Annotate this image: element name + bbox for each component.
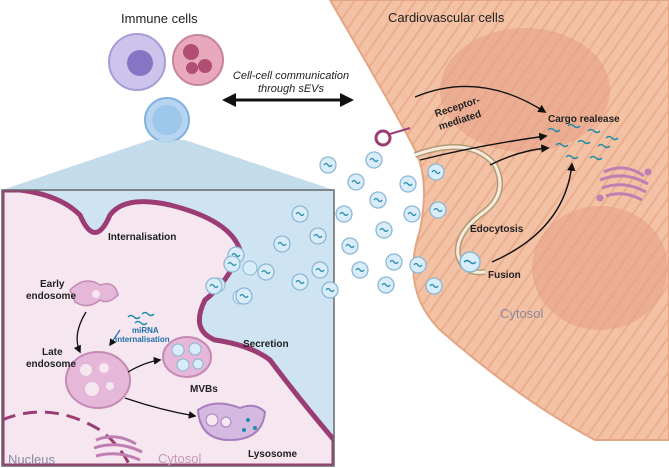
sev-cargo xyxy=(315,267,325,273)
mirna-label-1: miRNA xyxy=(132,326,159,335)
nuclear-envelope xyxy=(2,410,132,466)
communication-label-line1: Cell-cell communication xyxy=(233,70,349,82)
sev-cargo xyxy=(389,259,399,265)
immune-cells-label: Immune cells xyxy=(121,11,198,26)
edocytosis-label: Edocytosis xyxy=(470,224,524,235)
sev-cargo xyxy=(295,279,305,285)
early-endosome-label-1: Early xyxy=(40,279,65,290)
released-cargo xyxy=(547,123,619,161)
cardio-nucleus-bottom xyxy=(532,206,668,330)
secretion-label: Secretion xyxy=(243,339,289,350)
sev-cargo xyxy=(209,283,219,289)
early-endosome-label-2: endosome xyxy=(26,291,76,302)
lysosome-icon xyxy=(196,402,267,442)
fusion-arrow xyxy=(491,162,576,263)
cardiovascular-cells-label: Cardiovascular cells xyxy=(388,10,505,25)
mirna-icon xyxy=(127,311,155,326)
endocytosis-arrow xyxy=(419,132,548,161)
cytosol-right-label: Cytosol xyxy=(500,306,543,321)
cargo-release-label: Cargo realease xyxy=(548,114,620,125)
zoom-panel-frame xyxy=(1,189,335,467)
sev-cargo xyxy=(407,211,417,217)
late-endosome-label-1: Late xyxy=(42,347,63,358)
neutrophil-icon xyxy=(172,34,224,86)
lysosome-label: Lysosome xyxy=(248,449,298,460)
sev-cargo xyxy=(379,227,389,233)
sev-cargo xyxy=(339,211,349,217)
receptor-arrow xyxy=(414,85,547,113)
sev-cargo xyxy=(295,211,305,217)
mvbs-label: MVBs xyxy=(190,384,218,395)
sev-cargo xyxy=(413,262,423,268)
mirna-label-2: internalisation xyxy=(115,335,170,344)
receptor-icon xyxy=(374,129,392,147)
cardio-nucleus-top xyxy=(440,28,610,152)
sev-cargo xyxy=(351,179,361,185)
sev-cargo xyxy=(345,243,355,249)
communication-label-line2: through sEVs xyxy=(258,83,325,95)
internalisation-label: Internalisation xyxy=(108,232,176,243)
monocyte-icon xyxy=(108,33,166,91)
sev-cargo xyxy=(277,241,287,247)
cardiovascular-cell xyxy=(328,0,669,441)
lymphocyte-icon xyxy=(144,97,190,143)
sev-cargo xyxy=(323,162,333,168)
golgi-left-icon xyxy=(93,435,143,462)
late-endosome-label-2: endosome xyxy=(26,359,76,370)
communication-arrow xyxy=(222,93,354,107)
sev-cargo xyxy=(429,283,439,289)
sev-cargo xyxy=(433,207,443,213)
sev-cargo xyxy=(355,267,365,273)
sev-cargo xyxy=(313,233,323,239)
sev-cargo xyxy=(231,252,241,258)
golgi-icon xyxy=(596,166,652,202)
sev-cargo xyxy=(403,181,413,187)
cytosol-left-label: Cytosol xyxy=(158,451,201,466)
sev-cargo xyxy=(239,293,249,299)
sev-cargo xyxy=(227,261,237,267)
sev-cargo xyxy=(261,269,271,275)
immune-cells xyxy=(108,33,224,143)
zoom-wedge xyxy=(2,140,334,190)
sev-cargo xyxy=(431,169,441,175)
sev-cargo xyxy=(373,197,383,203)
sev-cloud xyxy=(205,151,447,305)
sev-cargo xyxy=(369,157,379,163)
fusion-label: Fusion xyxy=(488,270,521,281)
mvb-icon xyxy=(162,336,212,378)
sev-cargo xyxy=(325,287,335,293)
nucleus-label: Nucleus xyxy=(8,452,55,467)
sev-cargo xyxy=(381,282,391,288)
